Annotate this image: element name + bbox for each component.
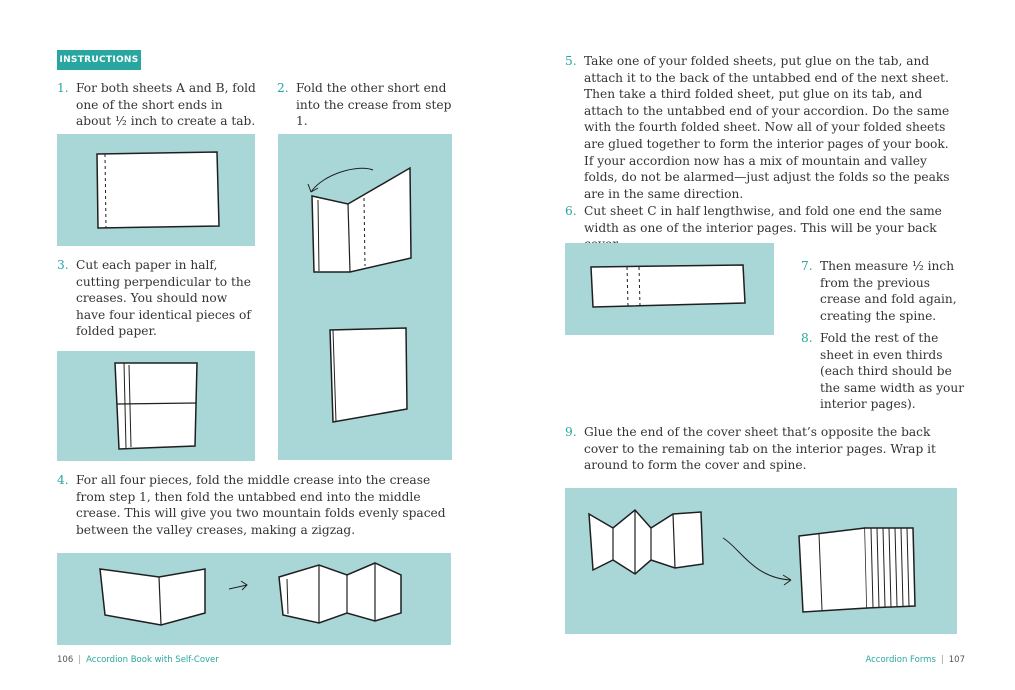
illustration-step-2 (278, 134, 452, 460)
page-number: 106 (57, 655, 74, 665)
step-8: 8. Fold the rest of the sheet in even th… (801, 330, 966, 413)
illustration-step-6 (565, 243, 774, 335)
step-number: 5. (565, 54, 577, 68)
step-4: 4. For all four pieces, fold the middle … (57, 472, 447, 538)
illustration-step-3 (57, 351, 255, 461)
fold-into-crease-drawing (307, 166, 412, 423)
step-number: 4. (57, 473, 69, 487)
step-text: Fold the rest of the sheet in even third… (820, 331, 965, 412)
step-7: 7. Then measure ½ inch from the previous… (801, 258, 966, 324)
cut-pieces-drawing (114, 362, 198, 450)
step-text: Cut each paper in half, cutting perpendi… (76, 258, 251, 339)
step-number: 9. (565, 425, 577, 439)
step-1: 1. For both sheets A and B, fold one of … (57, 80, 257, 130)
step-text: Take one of your folded sheets, put glue… (584, 54, 950, 201)
running-title: Accordion Book with Self-Cover (86, 655, 219, 665)
step-number: 1. (57, 81, 69, 95)
step-text: Fold the other short end into the crease… (296, 81, 452, 129)
step-number: 8. (801, 331, 813, 345)
section-label: INSTRUCTIONS (57, 50, 141, 70)
step-text: Glue the end of the cover sheet that’s o… (584, 425, 936, 473)
illustration-step-4 (57, 553, 451, 645)
finished-book-drawing (588, 508, 916, 613)
page-number: 107 (948, 655, 965, 665)
illustration-step-1 (57, 134, 255, 246)
step-number: 3. (57, 258, 69, 272)
step-3: 3. Cut each paper in half, cutting perpe… (57, 257, 257, 340)
zigzag-fold-drawing (99, 562, 402, 626)
folded-sheet-tab-drawing (96, 151, 220, 229)
right-footer: Accordion Forms|107 (865, 655, 965, 665)
step-2: 2. Fold the other short end into the cre… (277, 80, 462, 130)
step-5: 5. Take one of your folded sheets, put g… (565, 53, 960, 202)
step-number: 6. (565, 204, 577, 218)
step-number: 2. (277, 81, 289, 95)
running-title: Accordion Forms (865, 655, 936, 665)
step-text: For all four pieces, fold the middle cre… (76, 473, 446, 537)
illustration-step-9 (565, 488, 957, 634)
left-footer: 106|Accordion Book with Self-Cover (57, 655, 219, 665)
cover-sheet-drawing (590, 264, 746, 308)
step-9: 9. Glue the end of the cover sheet that’… (565, 424, 960, 474)
step-number: 7. (801, 259, 813, 273)
step-text: For both sheets A and B, fold one of the… (76, 81, 256, 129)
step-text: Then measure ½ inch from the previous cr… (820, 259, 957, 323)
